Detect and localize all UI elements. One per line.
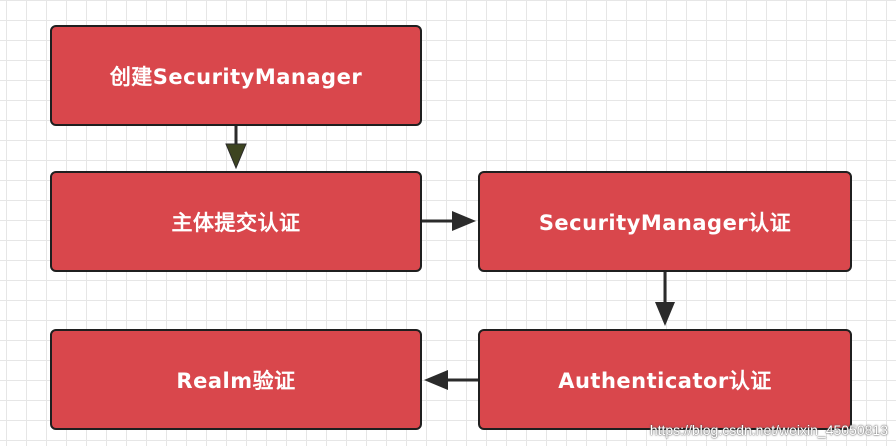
node-subject-submit-auth: 主体提交认证 xyxy=(50,171,422,272)
node-create-security-manager: 创建SecurityManager xyxy=(50,25,422,126)
arrow-submit-to-securitymanager xyxy=(422,211,476,231)
arrow-create-to-submit xyxy=(225,126,247,170)
node-security-manager-auth: SecurityManager认证 xyxy=(478,171,852,272)
node-authenticator-auth: Authenticator认证 xyxy=(478,329,852,430)
node-realm-verify-label: Realm验证 xyxy=(176,368,296,393)
node-subject-submit-auth-label: 主体提交认证 xyxy=(171,210,301,235)
node-security-manager-auth-label: SecurityManager认证 xyxy=(538,210,792,235)
node-realm-verify: Realm验证 xyxy=(50,329,422,430)
arrow-securitymanager-to-authenticator xyxy=(655,272,675,326)
arrow-authenticator-to-realm xyxy=(424,370,478,390)
node-authenticator-auth-label: Authenticator认证 xyxy=(558,368,772,393)
node-create-security-manager-label: 创建SecurityManager xyxy=(109,64,363,89)
watermark-text: https://blog.csdn.net/weixin_45050813 xyxy=(649,422,888,438)
